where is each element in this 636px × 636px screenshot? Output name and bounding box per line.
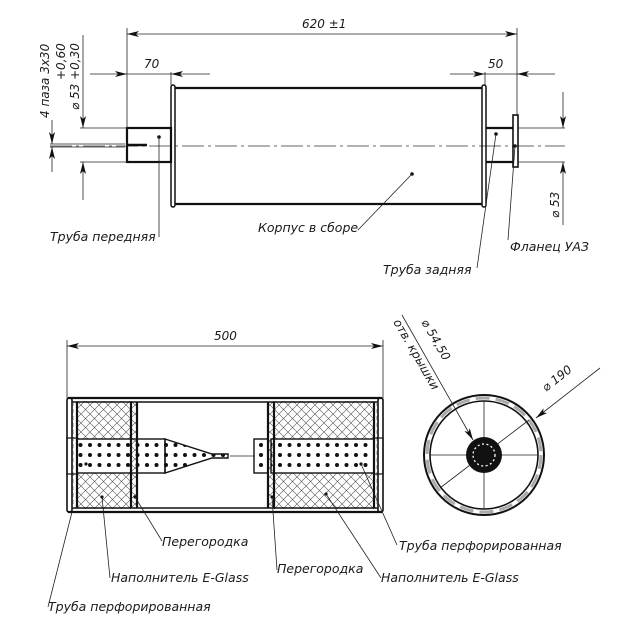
baffle-2-leader: [271, 496, 278, 571]
perforated-cone: [164, 438, 229, 474]
filler-1-label: Наполнитель E-Glass: [111, 570, 249, 585]
section-view: 500: [47, 329, 562, 614]
filler-2-leader: [325, 493, 382, 579]
hole-dia-arrow: [401, 314, 474, 441]
outer-diameter-label: ⌀ 190: [539, 362, 575, 394]
perforated-pipe-left: [76, 438, 138, 474]
filler-right-bottom: [274, 473, 374, 509]
outer-shell-circle: [423, 394, 545, 516]
flange-label: Фланец УАЗ: [510, 239, 589, 254]
leader-dot: [84, 462, 88, 466]
perforated-pipe-left-ext: [136, 438, 166, 474]
end-cap-right: [377, 397, 384, 513]
body-front-cap: [170, 84, 176, 208]
baffle-1-label: Перегородка: [162, 534, 248, 549]
perforation-ring: [472, 443, 496, 467]
perforated-pipe-right-ext: [253, 438, 269, 474]
front-pipe-length-label: 70: [144, 57, 160, 71]
end-cap-left: [66, 397, 73, 513]
rear-pipe-label: Труба задняя: [383, 262, 472, 277]
body-label: Корпус в сборе: [258, 220, 358, 235]
filler-1-leader: [101, 496, 111, 579]
rear-pipe-length-label: 50: [488, 57, 504, 71]
rear-pipe-leader: [476, 133, 497, 269]
perf-pipe-2-leader: [360, 463, 398, 546]
section-length-label: 500: [214, 329, 237, 343]
filler-left-bottom: [77, 473, 131, 509]
perforated-pipe-right: [270, 438, 375, 474]
baffle-2-label: Перегородка: [277, 561, 363, 576]
side-view: 620 ±1 70 50 4 паза 3x30 +0,60 ⌀ 53 +0,3…: [38, 17, 589, 277]
end-view: ⌀ 190 ⌀ 54,50 отв. крышки: [390, 314, 601, 516]
body-rear-cap: [481, 84, 487, 208]
body-leader: [357, 173, 413, 231]
filler-2-label: Наполнитель E-Glass: [381, 570, 519, 585]
outlet-diameter-label: ⌀ 53: [548, 192, 562, 218]
baffle-1-leader: [134, 496, 163, 542]
filler-left-top: [77, 401, 131, 439]
outer-dia-arrow: [535, 367, 601, 419]
overall-length-label: 620 ±1: [302, 17, 346, 31]
shell-hatch: [425, 396, 543, 514]
inlet-diameter-label: ⌀ 53 +0,30: [68, 43, 82, 110]
perf-pipe-2-label: Труба перфорированная: [399, 538, 562, 553]
inlet-tolerance-upper: +0,60: [54, 43, 68, 80]
perf-pipe-1-leader: [47, 511, 73, 608]
front-pipe-label: Труба передняя: [50, 229, 156, 244]
flange-leader: [507, 145, 516, 241]
slots-label: 4 паза 3x30: [38, 43, 52, 118]
flange: [512, 114, 519, 168]
perf-pipe-1-label: Труба перфорированная: [48, 599, 211, 614]
filler-right-top: [274, 401, 374, 439]
outlet-hole: [466, 437, 502, 473]
